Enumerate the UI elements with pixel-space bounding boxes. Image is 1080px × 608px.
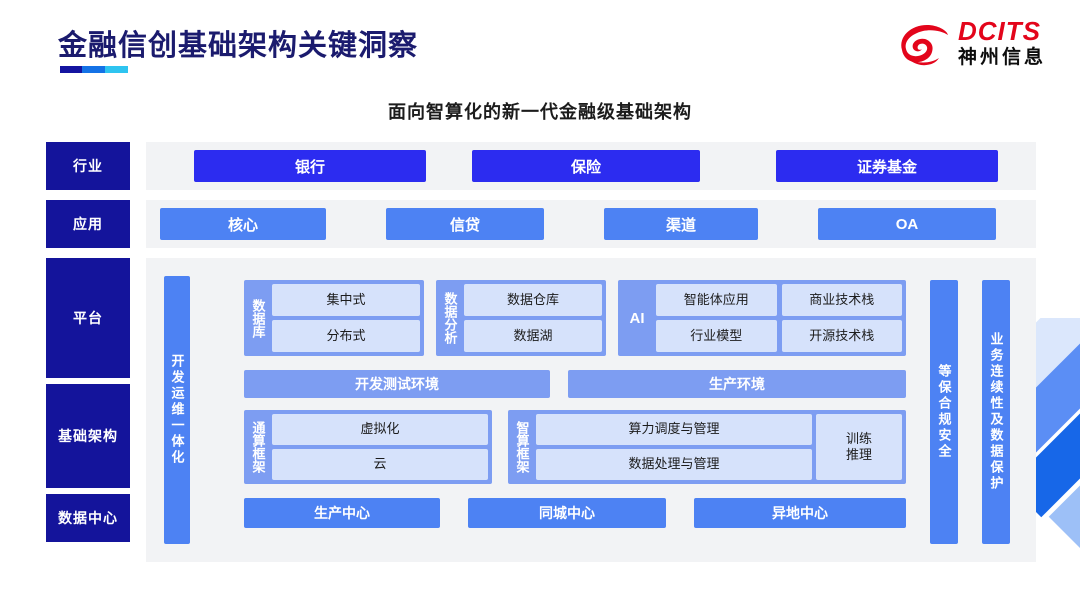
group-ai-item-commercial-stack[interactable]: 商业技术栈 [781, 284, 902, 316]
industry-item-insurance[interactable]: 保险 [472, 150, 700, 182]
logo-cn-text: 神州信息 [957, 47, 1046, 68]
group-database-label: 数据库 [250, 298, 266, 338]
group-intelligent-compute-item-data-processing[interactable]: 数据处理与管理 [536, 449, 812, 480]
page-subtitle: 面向智算化的新一代金融级基础架构 [388, 102, 692, 122]
platform-panel: 开发运维一体化 数据库 集中式 分布式 数据分析 数据仓库 数据湖 AI [146, 258, 1036, 562]
logo-en-text: DCITS [957, 16, 1041, 46]
underline-segment-2 [82, 66, 105, 73]
industry-item-bank[interactable]: 银行 [194, 150, 426, 182]
group-database-item-centralized[interactable]: 集中式 [272, 284, 420, 316]
application-item-channel[interactable]: 渠道 [604, 208, 758, 240]
datacenter-item-metro[interactable]: 同城中心 [468, 498, 666, 528]
layer-label-datacenter: 数据中心 [46, 494, 130, 542]
group-intelligent-compute-item-scheduling[interactable]: 算力调度与管理 [536, 414, 812, 445]
group-intelligent-compute-framework-label: 智算框架 [514, 421, 530, 473]
environment-item-dev-test[interactable]: 开发测试环境 [244, 370, 550, 398]
group-general-compute-framework: 通算框架 虚拟化 云 [244, 410, 492, 484]
logo-text: DCITS 神州信息 [958, 18, 1046, 67]
group-data-analysis-item-warehouse[interactable]: 数据仓库 [464, 284, 602, 316]
business-continuity-vertical-bar[interactable]: 业务连续性及数据保护 [982, 280, 1010, 544]
layer-label-application: 应用 [46, 200, 130, 248]
title-underline [60, 66, 128, 73]
layer-label-infrastructure: 基础架构 [46, 384, 130, 488]
dcits-swirl-logo-icon [896, 20, 950, 66]
application-item-core[interactable]: 核心 [160, 208, 326, 240]
datacenter-item-production[interactable]: 生产中心 [244, 498, 440, 528]
underline-segment-1 [60, 66, 82, 73]
group-database-item-distributed[interactable]: 分布式 [272, 320, 420, 352]
group-intelligent-compute-framework: 智算框架 算力调度与管理 数据处理与管理 训练 推理 [508, 410, 906, 484]
industry-panel: 银行 保险 证券基金 [146, 142, 1036, 190]
group-ai-item-agent-app[interactable]: 智能体应用 [656, 284, 777, 316]
application-item-oa[interactable]: OA [818, 208, 996, 240]
group-data-analysis: 数据分析 数据仓库 数据湖 [436, 280, 606, 356]
layer-label-column: 行业 应用 平台 基础架构 数据中心 [46, 142, 130, 566]
application-panel: 核心 信贷 渠道 OA [146, 200, 1036, 248]
group-general-compute-item-cloud[interactable]: 云 [272, 449, 488, 480]
group-data-analysis-item-lake[interactable]: 数据湖 [464, 320, 602, 352]
layer-label-platform: 平台 [46, 258, 130, 378]
group-ai-item-opensource-stack[interactable]: 开源技术栈 [781, 320, 902, 352]
datacenter-item-remote[interactable]: 异地中心 [694, 498, 906, 528]
application-item-credit[interactable]: 信贷 [386, 208, 544, 240]
devops-vertical-bar[interactable]: 开发运维一体化 [164, 276, 190, 544]
group-ai: AI 智能体应用 行业模型 商业技术栈 开源技术栈 [618, 280, 906, 356]
brand-logo: DCITS 神州信息 [896, 18, 1046, 67]
group-database: 数据库 集中式 分布式 [244, 280, 424, 356]
industry-item-securities[interactable]: 证券基金 [776, 150, 998, 182]
underline-segment-3 [105, 66, 128, 73]
group-ai-item-industry-model[interactable]: 行业模型 [656, 320, 777, 352]
environment-item-production[interactable]: 生产环境 [568, 370, 906, 398]
layer-label-industry: 行业 [46, 142, 130, 190]
group-general-compute-framework-label: 通算框架 [250, 421, 266, 473]
group-data-analysis-label: 数据分析 [442, 292, 458, 344]
group-general-compute-item-virtualization[interactable]: 虚拟化 [272, 414, 488, 445]
group-ai-label: AI [629, 309, 645, 327]
architecture-diagram: 行业 应用 平台 基础架构 数据中心 银行 保险 证券基金 核心 信贷 渠道 O… [46, 142, 1036, 566]
group-intelligent-compute-item-train-infer[interactable]: 训练 推理 [816, 414, 902, 480]
page-title: 金融信创基础架构关键洞察 [58, 30, 419, 62]
security-compliance-vertical-bar[interactable]: 等保合规安全 [930, 280, 958, 544]
